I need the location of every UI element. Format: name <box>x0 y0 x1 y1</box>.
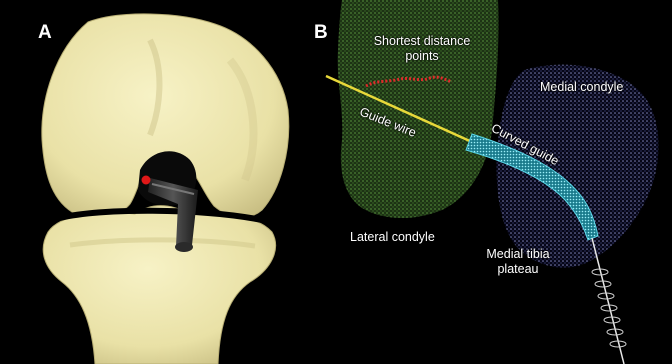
label-medial-tibia-plateau: Medial tibia plateau <box>472 247 564 277</box>
panel-a: A <box>0 0 300 364</box>
label-shortest-distance-line1: Shortest distance <box>342 34 502 49</box>
wire-coils <box>592 269 626 347</box>
panel-b-letter: B <box>314 22 328 44</box>
label-shortest-distance-line2: points <box>342 49 502 64</box>
label-medial-condyle: Medial condyle <box>540 80 623 95</box>
label-shortest-distance: Shortest distance points <box>342 34 502 64</box>
panel-a-letter: A <box>38 22 52 44</box>
tibia-bone <box>43 206 275 364</box>
wire-tip <box>592 238 624 364</box>
label-medial-tibia-line2: plateau <box>472 262 564 277</box>
knee-3d-model <box>0 0 300 364</box>
panel-b: B Shortest distance points Medial condyl… <box>302 0 672 364</box>
label-lateral-condyle: Lateral condyle <box>350 230 435 245</box>
contact-point-marker <box>142 176 151 185</box>
label-medial-tibia-line1: Medial tibia <box>472 247 564 262</box>
